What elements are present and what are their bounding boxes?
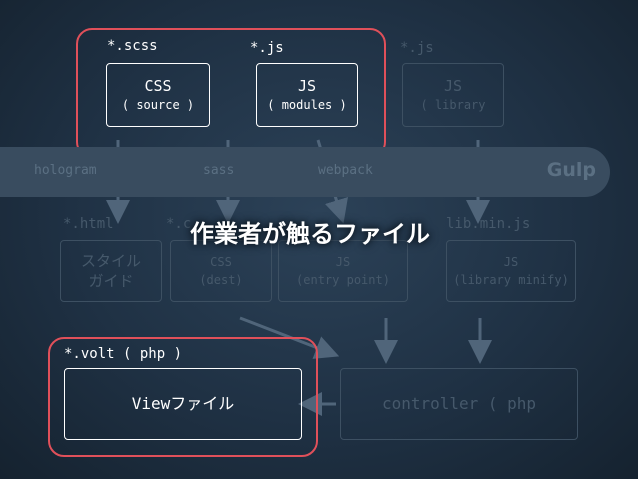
webpack-label: webpack	[318, 163, 373, 178]
controller-box: controller ( php	[340, 368, 578, 440]
view-file-title: Viewファイル	[131, 394, 235, 413]
source-files-highlight	[76, 28, 386, 158]
hologram-label: hologram	[34, 163, 97, 178]
js-library-box: JS ( library	[402, 63, 504, 127]
css-source-sub: ( source )	[121, 98, 195, 112]
html-label: *.html	[63, 216, 114, 232]
sass-label: sass	[203, 163, 235, 178]
css-dest-label: *.c	[166, 216, 192, 232]
js-minify-box: JS (library minify)	[446, 240, 576, 302]
js-minify-sub: (library minify)	[453, 273, 569, 287]
js-entry-title: JS	[335, 255, 351, 269]
css-dest-box: CSS (dest)	[170, 240, 272, 302]
css-dest-sub: (dest)	[199, 273, 243, 287]
css-dest-title: CSS	[210, 255, 232, 269]
js-library-title: JS	[443, 77, 463, 95]
view-files-highlight	[48, 337, 318, 457]
js-library-sub: ( library	[420, 98, 486, 112]
headline-worker-files: 作業者が触るファイル	[190, 220, 430, 248]
lib-min-label: lib.min.js	[446, 216, 531, 232]
js-library-label: *.js	[400, 40, 434, 56]
volt-label: *.volt ( php )	[64, 346, 183, 362]
css-source-box: CSS ( source )	[106, 63, 210, 127]
controller-title: controller ( php	[381, 394, 537, 413]
js-entry-box: JS (entry point)	[278, 240, 408, 302]
style-guide-box: スタイル ガイド	[60, 240, 162, 302]
style-guide-title: スタイル	[80, 252, 141, 270]
gulp-pipeline-band: hologram sass webpack Gulp	[0, 147, 610, 197]
js-minify-title: JS	[503, 255, 519, 269]
js-modules-sub: ( modules )	[267, 98, 347, 112]
js-modules-box: JS ( modules )	[256, 63, 358, 127]
js-modules-title: JS	[297, 77, 317, 95]
view-file-box: Viewファイル	[64, 368, 302, 440]
style-guide-sub: ガイド	[88, 272, 134, 290]
gulp-logo: Gulp	[546, 159, 596, 181]
scss-label: *.scss	[107, 38, 158, 54]
css-source-title: CSS	[144, 77, 172, 95]
js-entry-sub: (entry point)	[296, 273, 390, 287]
js-modules-label: *.js	[250, 40, 284, 56]
